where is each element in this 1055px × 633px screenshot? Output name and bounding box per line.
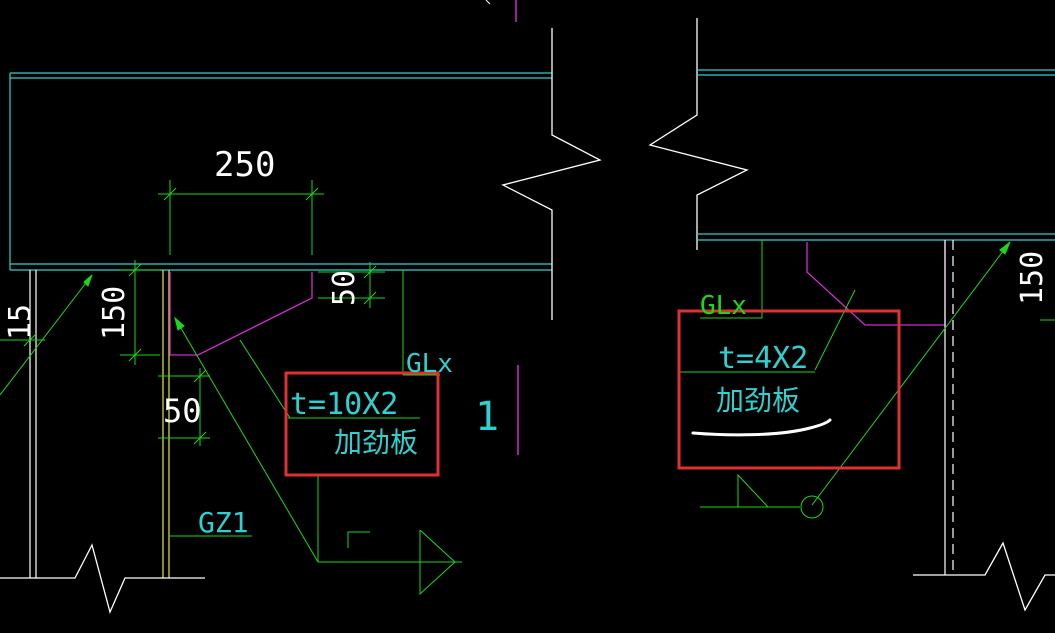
left-highlight-box <box>284 371 440 477</box>
left-column-white <box>29 270 37 578</box>
dimension-150-left <box>120 260 160 365</box>
left-leaders <box>0 270 462 596</box>
bottom-right-break <box>913 541 1055 612</box>
dim-label-150-right: 150 <box>1015 251 1050 305</box>
left-thickness-note: t=10X2 <box>290 387 398 422</box>
dim-label-250: 250 <box>214 145 275 185</box>
top-white-mark <box>485 0 491 5</box>
break-line <box>501 18 749 320</box>
dimension-50-top <box>318 262 385 308</box>
right-stiffener-diagonal <box>814 289 856 371</box>
bottom-left-break <box>0 543 205 614</box>
white-freehand-stroke <box>691 418 832 437</box>
dimension-50-left <box>158 368 210 446</box>
right-column <box>944 240 954 575</box>
dim-label-50-top: 50 <box>327 270 362 306</box>
dimension-15 <box>0 333 45 347</box>
left-beam <box>9 72 552 271</box>
dim-label-50-left: 50 <box>163 392 202 430</box>
right-highlight-box <box>677 309 901 470</box>
right-thickness-note: t=4X2 <box>718 341 808 376</box>
glx-label-right: GLx <box>700 291 747 321</box>
right-beam <box>697 69 1055 241</box>
section-label-1: 1 <box>475 394 499 440</box>
dimension-250 <box>158 180 324 255</box>
right-leaders <box>680 240 1055 519</box>
right-stiffener-note: 加劲板 <box>716 384 800 417</box>
left-stiffener-note: 加劲板 <box>334 426 418 459</box>
left-stiffener-plate <box>169 272 313 356</box>
dim-label-15: 15 <box>3 304 38 340</box>
glx-label-left: GLx <box>406 349 453 379</box>
gz1-label: GZ1 <box>198 506 249 539</box>
dim-label-150-left: 150 <box>97 286 132 340</box>
gz1-column <box>162 270 170 578</box>
